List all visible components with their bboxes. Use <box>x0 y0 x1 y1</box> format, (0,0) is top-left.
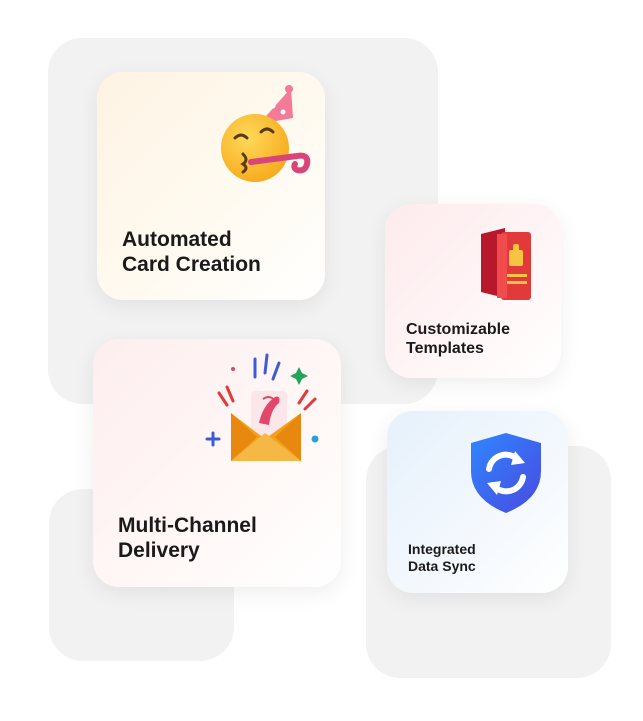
sync-shield-icon <box>471 433 541 513</box>
feature-label: Integrated Data Sync <box>408 541 476 574</box>
feature-label: Multi-Channel Delivery <box>118 514 257 563</box>
greeting-card-icon <box>481 228 531 300</box>
feature-card-automated-card-creation: Automated Card Creation <box>97 72 325 300</box>
party-envelope-icon <box>205 353 319 461</box>
feature-card-integrated-data-sync: Integrated Data Sync <box>387 411 568 593</box>
party-face-icon <box>221 85 311 182</box>
feature-label: Customizable Templates <box>406 321 511 358</box>
feature-card-customizable-templates: Customizable Templates <box>385 204 561 378</box>
feature-label: Automated Card Creation <box>122 228 261 277</box>
feature-card-multi-channel-delivery: Multi-Channel Delivery <box>93 339 341 587</box>
